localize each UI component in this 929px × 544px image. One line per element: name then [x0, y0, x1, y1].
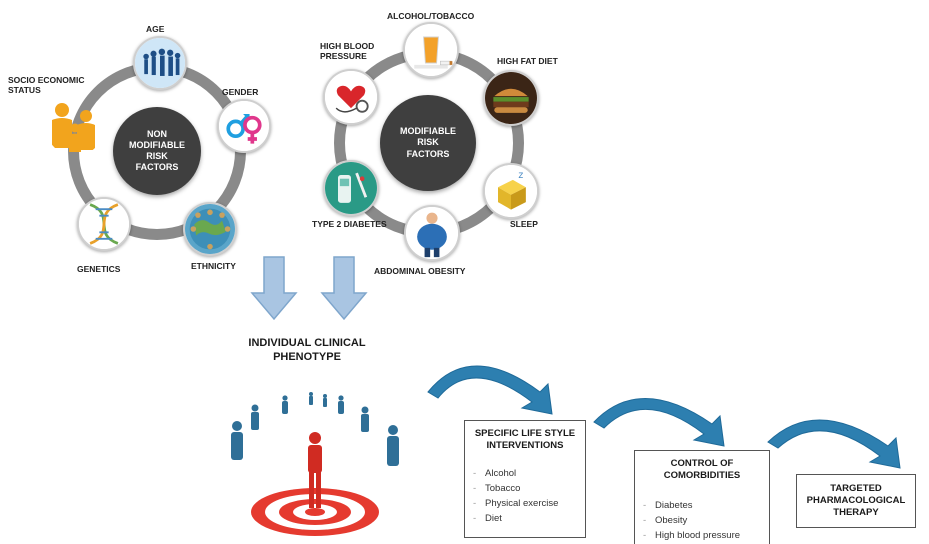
label-genetics: GENETICS — [77, 264, 121, 274]
non-modifiable-hub: NON MODIFIABLE RISK FACTORS — [113, 107, 201, 195]
list-item: -High blood pressure — [643, 529, 741, 541]
glass-drink-icon — [403, 22, 459, 78]
list-item: -Physical exercise — [473, 497, 559, 509]
down-arrows — [250, 256, 368, 321]
label-type2-diabetes: TYPE 2 DIABETES — [312, 219, 387, 229]
label-high-blood-pressure: HIGH BLOOD PRESSURE — [320, 41, 375, 62]
lifestyle-title: SPECIFIC LIFE STYLE INTERVENTIONS — [474, 428, 576, 451]
label-sleep: SLEEP — [510, 219, 538, 229]
comorbidities-title: CONTROL OF COMORBIDITIES — [663, 458, 741, 481]
curved-arrow-1 — [427, 365, 553, 415]
down-arrow-right — [320, 256, 368, 321]
gender-symbols-icon — [217, 99, 271, 153]
overweight-person-icon — [404, 205, 460, 261]
sleep-cube-icon: z — [483, 163, 539, 219]
svg-text:z: z — [518, 170, 523, 181]
list-item: -Tobacco — [473, 482, 521, 494]
comorbidities-box: CONTROL OF COMORBIDITIES -Diabetes -Obes… — [634, 450, 770, 544]
dna-helix-icon — [77, 197, 131, 251]
pharmacological-therapy-box: TARGETED PHARMACOLOGICAL THERAPY — [796, 474, 916, 528]
heart-pressure-icon — [323, 69, 379, 125]
therapy-title: TARGETED PHARMACOLOGICAL THERAPY — [806, 483, 906, 518]
curved-arrow-2 — [593, 398, 725, 447]
label-gender: GENDER — [222, 87, 259, 97]
list-item: -Alcohol — [473, 467, 517, 479]
family-icon — [46, 98, 104, 156]
glucose-meter-icon — [323, 160, 379, 216]
label-age: AGE — [146, 24, 165, 34]
burger-icon — [483, 70, 539, 126]
lifestyle-interventions-box: SPECIFIC LIFE STYLE INTERVENTIONS -Alcoh… — [464, 420, 586, 538]
list-item: -Diabetes — [643, 499, 693, 511]
curved-arrow-3 — [767, 419, 901, 469]
list-item: -Diet — [473, 512, 502, 524]
label-abdominal-obesity: ABDOMINAL OBESITY — [374, 266, 466, 276]
globe-people-icon — [183, 202, 237, 256]
label-alcohol-tobacco: ALCOHOL/TOBACCO — [387, 11, 475, 21]
phenotype-title: INDIVIDUAL CLINICAL PHENOTYPE — [248, 337, 366, 364]
down-arrow-left — [250, 256, 298, 321]
label-socio-economic: SOCIO ECONOMIC STATUS — [8, 75, 85, 96]
label-high-fat-diet: HIGH FAT DIET — [497, 56, 558, 66]
age-silhouettes-icon — [133, 36, 187, 90]
modifiable-hub: MODIFIABLE RISK FACTORS — [380, 95, 476, 191]
label-ethnicity: ETHNICITY — [191, 261, 236, 271]
list-item: -Obesity — [643, 514, 688, 526]
target-crowd-icon — [231, 392, 399, 536]
